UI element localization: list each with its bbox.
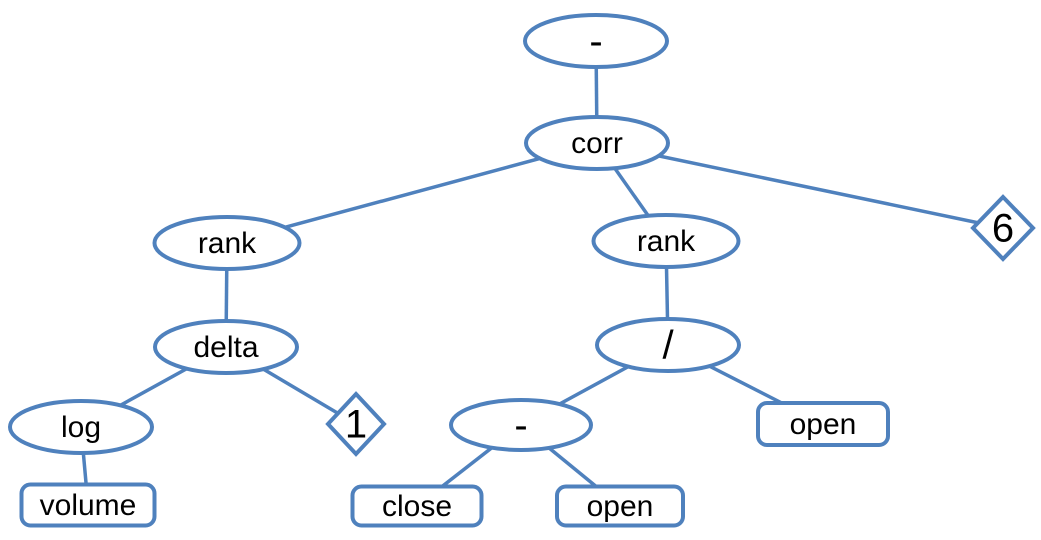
ellipse-shape [523,13,669,69]
node-label-divide: / [662,324,674,368]
node-label-corr: corr [571,127,623,160]
tree-node-open-bottom: open [555,484,685,528]
tree-node-log: log [8,399,154,455]
rect-shape [19,482,157,528]
tree-edge-corr-window-6 [596,141,1004,230]
tree-edge-corr-rank-left [226,141,598,245]
node-label-rank-right: rank [637,225,696,258]
ellipse-shape [449,398,593,452]
node-label-close: close [382,490,452,523]
diamond-shape [325,391,387,457]
node-label-open-bottom: open [587,490,654,523]
node-label-delta: delta [193,331,258,364]
tree-node-rank-left: rank [152,215,302,271]
tree-node-delta: delta [153,319,299,375]
ellipse-shape [595,317,741,373]
node-label-log: log [61,411,101,444]
tree-node-open-arg: open [756,401,890,447]
tree-node-lag-1: 1 [325,391,387,457]
node-label-root-minus: - [589,20,602,64]
tree-node-divide: / [595,317,741,373]
ellipse-shape [591,213,741,269]
node-label-rank-left: rank [198,227,257,260]
node-label-lag-1: 1 [345,403,367,447]
ellipse-shape [152,215,302,271]
node-label-open-arg: open [790,408,857,441]
tree-node-rank-right: rank [591,213,741,269]
tree-node-volume: volume [19,482,157,528]
rect-shape [350,484,484,528]
ellipse-shape [524,115,670,171]
tree-node-close: close [350,484,484,528]
tree-node-corr: corr [524,115,670,171]
diamond-shape [970,194,1036,262]
node-label-volume: volume [40,489,137,522]
ellipse-shape [153,319,299,375]
ellipse-shape [8,399,154,455]
tree-node-window-6: 6 [970,194,1036,262]
tree-node-root-minus: - [523,13,669,69]
rect-shape [555,484,685,528]
node-label-window-6: 6 [992,207,1014,251]
rect-shape [756,401,890,447]
tree-node-minus: - [449,398,593,452]
node-label-minus: - [514,404,527,448]
